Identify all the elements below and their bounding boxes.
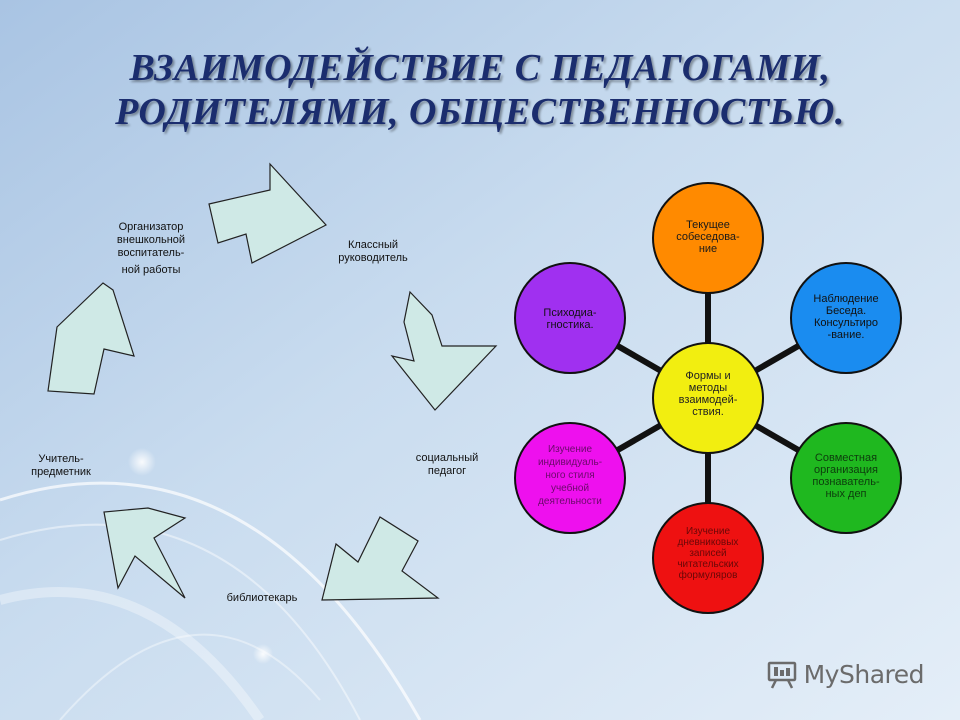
node5-line-2: гностика. — [546, 319, 594, 331]
librarian-line-1: библиотекарь — [226, 592, 298, 604]
class-teacher-line-2: руководитель — [338, 252, 408, 264]
node3-line-2: дневниковых — [677, 537, 739, 548]
node-text-psychodiagnostics: Психодиа- гностика. — [520, 307, 620, 331]
cycle-arrow-5 — [47, 282, 135, 395]
subject-teacher-line-2: предметник — [31, 466, 91, 478]
node2-line-4: ных деп — [825, 488, 867, 500]
node4-line-4: учебной — [550, 483, 590, 494]
organizer-line-3: воспитатель- — [117, 247, 185, 259]
center-line-2: методы — [688, 382, 728, 394]
node4-line-3: ного стиля — [545, 470, 595, 481]
center-line-1: Формы и — [685, 370, 731, 382]
cycle-arrow-1 — [208, 162, 327, 264]
node-text-diary-study: Изучение дневниковых записей читательски… — [656, 526, 760, 581]
node3-line-4: читательских — [677, 559, 739, 570]
node2-line-3: познаватель- — [812, 476, 880, 488]
class-teacher-line-1: Классный — [347, 239, 399, 251]
node-observation — [790, 262, 902, 374]
node-text-center: Формы и методы взаимодей- ствия. — [658, 370, 758, 418]
node3-line-5: формуляров — [678, 570, 738, 581]
node1-line-2: Беседа. — [825, 305, 867, 317]
title-line-2: РОДИТЕЛЯМИ, ОБЩЕСТВЕННОСТЬЮ. — [115, 91, 845, 133]
center-line-4: ствия. — [692, 406, 724, 418]
node-text-joint-organization: Совместная организация познаватель- ных … — [794, 452, 898, 500]
node4-line-5: деятельности — [538, 496, 602, 507]
organizer-line-2: внешкольной — [116, 234, 186, 246]
node-center-forms-methods — [652, 342, 764, 454]
cycle-label-subject-teacher: Учитель- предметник — [18, 453, 104, 479]
node3-line-1: Изучение — [685, 526, 731, 537]
node1-line-1: Наблюдение — [813, 293, 879, 305]
node-current-conversation — [652, 182, 764, 294]
node1-line-4: -вание. — [827, 329, 865, 341]
node2-line-1: Совместная — [814, 452, 878, 464]
node-text-current-conversation: Текущее собеседова- ние — [658, 219, 758, 255]
cycle-arrow-2 — [390, 290, 498, 411]
cycle-label-class-teacher: Классный руководитель — [318, 239, 428, 265]
social-teacher-line-2: педагог — [427, 465, 467, 477]
node0-line-2: собеседова- — [676, 231, 740, 243]
watermark-text: MyShared — [803, 659, 925, 689]
social-teacher-line-1: социальный — [415, 452, 479, 464]
title-line-1: ВЗАИМОДЕЙСТВИЕ С ПЕДАГОГАМИ, — [129, 47, 831, 89]
node5-line-1: Психодиа- — [543, 307, 597, 319]
node-psychodiagnostics — [514, 262, 626, 374]
node0-line-1: Текущее — [686, 219, 730, 231]
center-line-3: взаимодей- — [678, 394, 738, 406]
node1-line-3: Консультиро — [813, 317, 879, 329]
node2-line-2: организация — [814, 464, 878, 476]
cycle-label-librarian: библиотекарь — [212, 592, 312, 605]
node-joint-organization — [790, 422, 902, 534]
node0-line-3: ние — [698, 243, 718, 255]
node4-line-1: Изучение — [547, 444, 593, 455]
node-text-individual-style: Изучение индивидуаль- ного стиля учебной… — [518, 443, 622, 508]
node-individual-style — [514, 422, 626, 534]
organizer-line-4: ной работы — [121, 264, 181, 276]
subject-teacher-line-1: Учитель- — [38, 453, 84, 465]
slide-title: ВЗАИМОДЕЙСТВИЕ С ПЕДАГОГАМИ, РОДИТЕЛЯМИ,… — [0, 46, 960, 134]
node-text-observation: Наблюдение Беседа. Консультиро -вание. — [794, 293, 898, 341]
organizer-line-1: Организатор — [118, 221, 184, 233]
cycle-arrow-3 — [321, 516, 440, 601]
cycle-label-organizer: Организатор внешкольной воспитатель- ной… — [96, 221, 206, 277]
node3-line-3: записей — [689, 548, 727, 559]
presentation-board-icon — [767, 661, 796, 689]
watermark: MyShared — [766, 656, 925, 692]
node4-line-2: индивидуаль- — [537, 457, 603, 468]
node-diary-study — [652, 502, 764, 614]
cycle-arrow-4 — [103, 507, 187, 599]
cycle-label-social-teacher: социальный педагог — [392, 452, 502, 478]
